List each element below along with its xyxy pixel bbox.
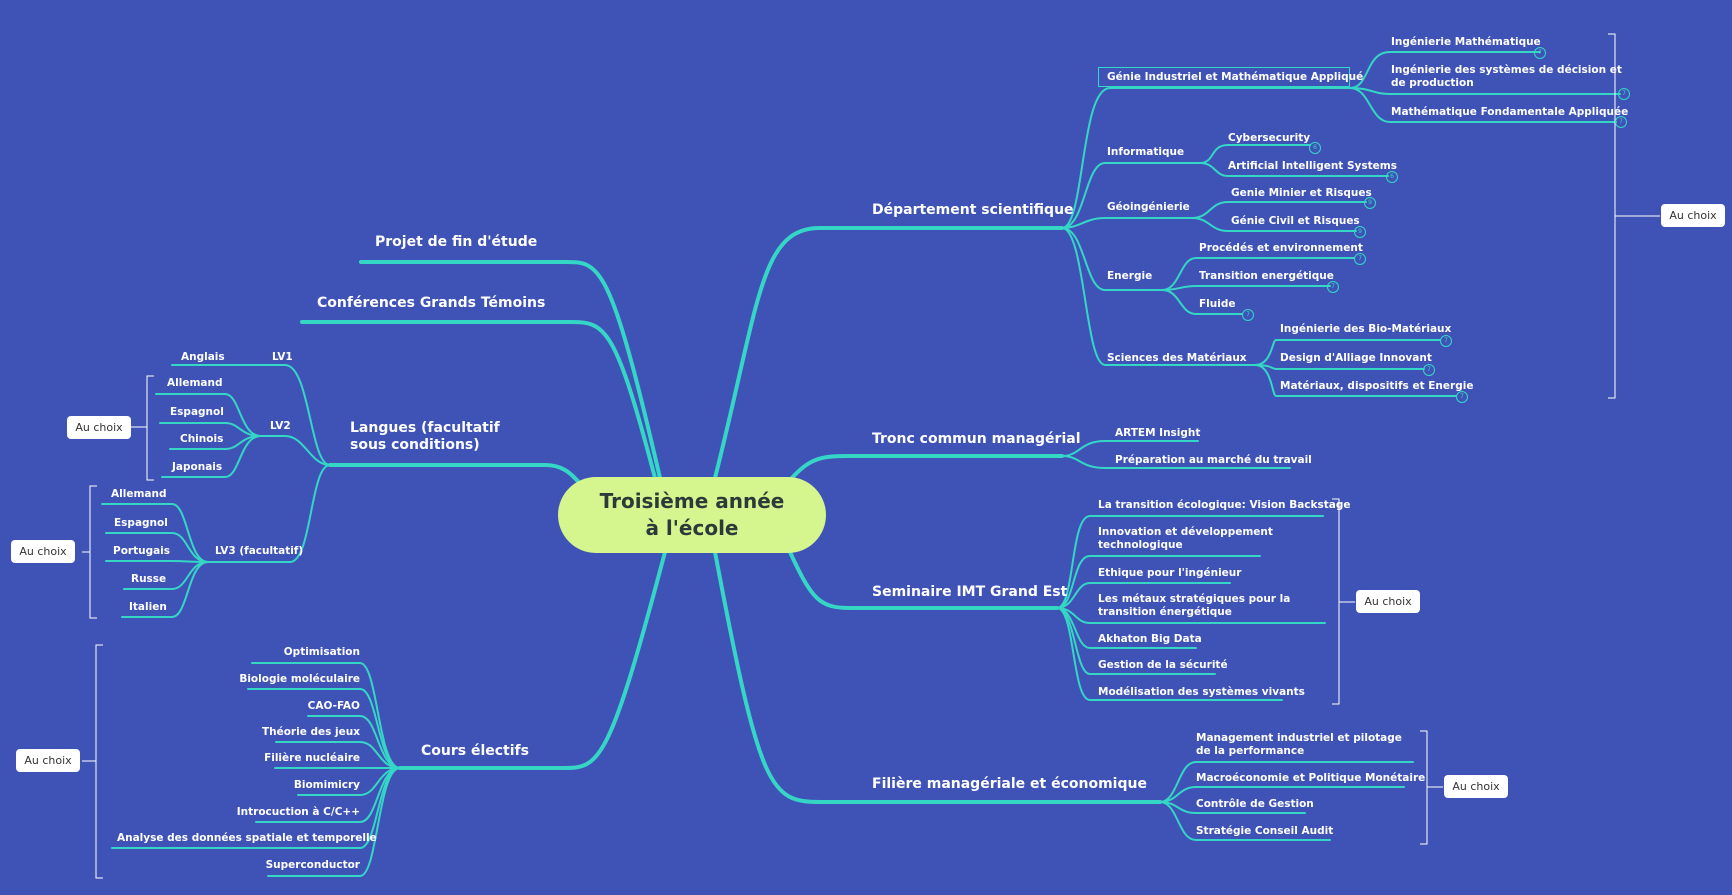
au-choix-dept[interactable]: Au choix <box>1661 204 1725 227</box>
link-dept <box>713 226 1064 480</box>
central-node[interactable]: Troisième année à l'école <box>558 477 826 553</box>
node-superconductor[interactable]: Superconductor <box>265 859 360 871</box>
node-design-alliage[interactable]: Design d'Alliage Innovant <box>1280 352 1432 364</box>
node-math-fondamentale[interactable]: Mathématique Fondamentale Appliquée <box>1391 106 1629 118</box>
badge-count: 7 <box>1242 309 1254 321</box>
node-modelisation[interactable]: Modélisation des systèmes vivants <box>1098 686 1305 698</box>
node-lv2-allemand[interactable]: Allemand <box>167 377 223 389</box>
node-biomimicry[interactable]: Biomimicry <box>293 779 360 791</box>
node-theorie-jeux[interactable]: Théorie des jeux <box>261 726 360 738</box>
node-metaux-strategiques[interactable]: Les métaux stratégiques pour la transiti… <box>1098 593 1291 618</box>
node-procedes[interactable]: Procédés et environnement <box>1199 242 1363 254</box>
node-cybersecurity[interactable]: Cybersecurity <box>1228 132 1311 144</box>
bracket-dept <box>1608 33 1660 399</box>
node-ingenierie-mathematique[interactable]: Ingénierie Mathématique <box>1391 36 1541 48</box>
node-ingenierie-systemes[interactable]: Ingénierie des systèmes de décision et d… <box>1391 64 1622 89</box>
node-artem-insight[interactable]: ARTEM Insight <box>1115 427 1201 439</box>
node-preparation-marche[interactable]: Préparation au marché du travail <box>1115 454 1312 466</box>
node-ai-systems[interactable]: Artificial Intelligent Systems <box>1228 160 1397 172</box>
node-projet-fin-etude[interactable]: Projet de fin d'étude <box>375 234 538 250</box>
node-gima[interactable]: Génie Industriel et Mathématique Appliqu… <box>1107 71 1364 83</box>
badge-count: 9 <box>1354 226 1366 238</box>
node-analyse-donnees[interactable]: Analyse des données spatiale et temporel… <box>117 832 377 844</box>
node-intro-cpp[interactable]: Introcuction à C/C++ <box>236 806 360 818</box>
node-lv2-japonais[interactable]: Japonais <box>172 461 223 473</box>
node-akhaton[interactable]: Akhaton Big Data <box>1098 633 1202 645</box>
node-sciences-materiaux[interactable]: Sciences des Matériaux <box>1107 352 1247 364</box>
node-seminaire-imt[interactable]: Seminaire IMT Grand Est <box>872 584 1068 600</box>
node-genie-civil[interactable]: Génie Civil et Risques <box>1231 215 1360 227</box>
badge-count: 6 <box>1309 142 1321 154</box>
au-choix-filiere[interactable]: Au choix <box>1444 775 1508 798</box>
badge-count: 7 <box>1615 116 1627 128</box>
node-lv3-russe[interactable]: Russe <box>131 573 167 585</box>
node-lv3-portugais[interactable]: Portugais <box>113 545 171 557</box>
node-materiaux-dispositifs[interactable]: Matériaux, dispositifs et Energie <box>1280 380 1474 392</box>
node-fluide[interactable]: Fluide <box>1199 298 1236 310</box>
link-filiere <box>713 550 1162 804</box>
node-controle-gestion[interactable]: Contrôle de Gestion <box>1196 798 1314 810</box>
node-tronc-commun[interactable]: Tronc commun managérial <box>872 431 1081 447</box>
au-choix-seminaire[interactable]: Au choix <box>1356 590 1420 613</box>
badge-count: 7 <box>1423 364 1435 376</box>
node-management-industriel[interactable]: Management industriel et pilotage de la … <box>1196 732 1402 757</box>
node-innovation[interactable]: Innovation et développement technologiqu… <box>1098 526 1273 551</box>
au-choix-lv2[interactable]: Au choix <box>67 416 131 439</box>
node-lv3-allemand[interactable]: Allemand <box>111 488 167 500</box>
node-transition-ecologique[interactable]: La transition écologique: Vision Backsta… <box>1098 499 1351 511</box>
badge-count: 6 <box>1386 171 1398 183</box>
bracket-seminaire <box>1332 498 1355 705</box>
central-line-1: Troisième année <box>599 489 785 513</box>
link-cours <box>398 550 667 770</box>
node-lv3-italien[interactable]: Italien <box>129 601 167 613</box>
node-strategie-conseil[interactable]: Stratégie Conseil Audit <box>1196 825 1334 837</box>
bracket-cours <box>82 644 103 879</box>
node-filiere-nucleaire[interactable]: Filière nucléaire <box>264 752 360 764</box>
link-langues <box>328 463 587 492</box>
node-gima-selection-box <box>1098 67 1350 87</box>
badge-count: 7 <box>1440 335 1452 347</box>
badge-count: 7 <box>1456 391 1468 403</box>
node-geoingenierie[interactable]: Géoingénierie <box>1107 201 1190 213</box>
link-tronc <box>788 454 1064 482</box>
node-informatique[interactable]: Informatique <box>1107 146 1185 158</box>
node-lv3-espagnol[interactable]: Espagnol <box>114 517 168 529</box>
node-energie[interactable]: Energie <box>1107 270 1153 282</box>
node-lv2[interactable]: LV2 <box>270 420 291 432</box>
node-lv1[interactable]: LV1 <box>272 351 293 363</box>
link-seminaire <box>788 550 1059 610</box>
link-conferences <box>300 320 657 480</box>
link-projet <box>359 260 662 480</box>
node-genie-minier[interactable]: Genie Minier et Risques <box>1231 187 1372 199</box>
node-lv3[interactable]: LV3 (facultatif) <box>215 545 304 557</box>
node-lv2-espagnol[interactable]: Espagnol <box>170 406 224 418</box>
node-gestion-securite[interactable]: Gestion de la sécurité <box>1098 659 1228 671</box>
badge-count: 9 <box>1364 197 1376 209</box>
badge-count: 7 <box>1618 88 1630 100</box>
badge-count: 7 <box>1534 47 1546 59</box>
node-anglais[interactable]: Anglais <box>181 351 225 363</box>
node-conferences[interactable]: Conférences Grands Témoins <box>317 295 546 311</box>
au-choix-lv3[interactable]: Au choix <box>11 540 75 563</box>
node-lv2-chinois[interactable]: Chinois <box>180 433 224 445</box>
badge-count: 7 <box>1354 253 1366 265</box>
badge-count: 7 <box>1327 281 1339 293</box>
node-langues[interactable]: Langues (facultatif sous conditions) <box>350 420 500 453</box>
bracket-filiere <box>1420 730 1443 845</box>
central-line-2: à l'école <box>645 516 739 540</box>
node-optimisation[interactable]: Optimisation <box>283 646 360 658</box>
node-departement-scientifique[interactable]: Département scientifique <box>872 202 1074 218</box>
node-biologie-moleculaire[interactable]: Biologie moléculaire <box>239 673 360 685</box>
au-choix-cours[interactable]: Au choix <box>16 749 80 772</box>
node-cours-electifs[interactable]: Cours électifs <box>421 743 529 759</box>
node-macroeconomie[interactable]: Macroéconomie et Politique Monétaire <box>1196 772 1426 784</box>
bracket-lv2 <box>130 375 154 481</box>
node-bio-materiaux[interactable]: Ingénierie des Bio-Matériaux <box>1280 323 1452 335</box>
node-filiere-manageriale[interactable]: Filière managériale et économique <box>872 776 1147 792</box>
node-cao-fao[interactable]: CAO-FAO <box>307 700 360 712</box>
node-ethique[interactable]: Ethique pour l'ingénieur <box>1098 567 1242 579</box>
bracket-lv3 <box>82 485 97 619</box>
node-transition-energetique[interactable]: Transition energétique <box>1199 270 1334 282</box>
